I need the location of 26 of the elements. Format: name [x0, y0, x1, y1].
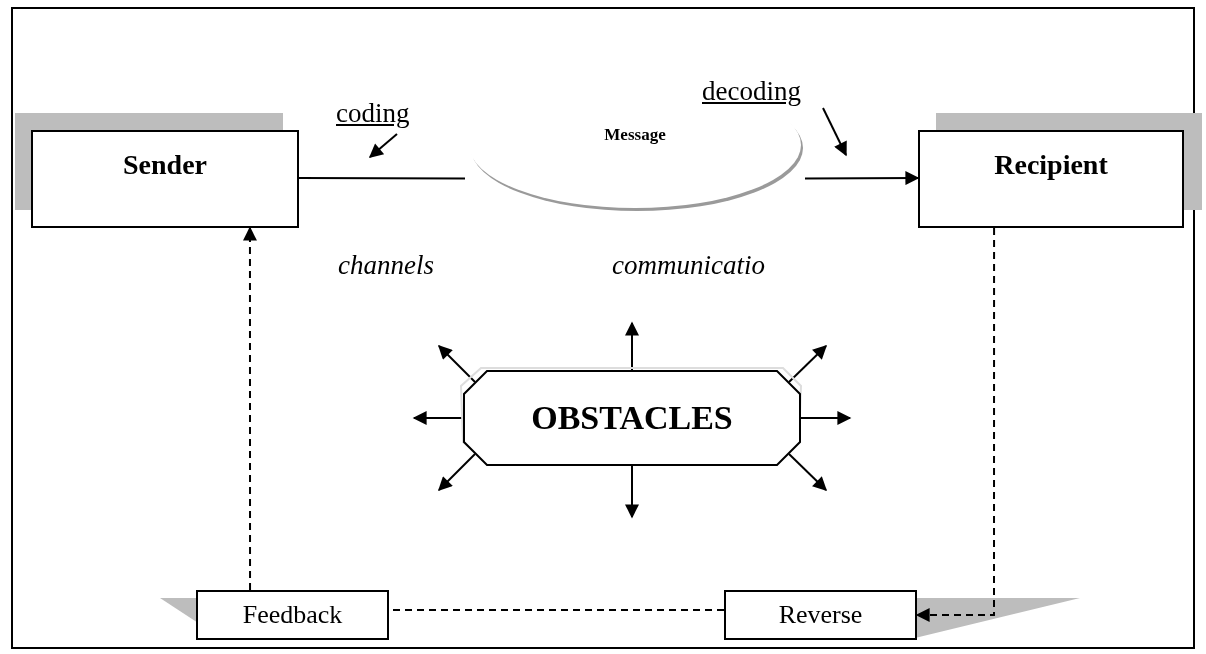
octagon-box: [463, 370, 801, 466]
node-label: Sender: [123, 149, 207, 181]
process-box: [918, 130, 1184, 228]
annotation-text: decoding: [702, 76, 801, 107]
connector-line: [298, 177, 466, 180]
radiating-arrow: [438, 345, 476, 383]
radiating-arrow: [625, 321, 639, 371]
radiating-arrow: [788, 345, 827, 383]
node-label: Message: [604, 125, 666, 145]
radiating-arrow: [788, 453, 827, 491]
radiating-arrow: [412, 411, 464, 425]
annotation-text: coding: [336, 98, 410, 129]
radiating-arrow: [438, 453, 476, 491]
process-box: [31, 130, 299, 228]
node-label: OBSTACLES: [531, 399, 733, 437]
annotation-text: communicatio: [612, 250, 765, 281]
annotation-text: channels: [338, 250, 434, 281]
node-label: Recipient: [994, 149, 1108, 181]
process-box: [196, 590, 389, 640]
radiating-arrow: [625, 465, 639, 519]
dashed-arrow: [242, 226, 257, 591]
arrow: [804, 171, 920, 186]
process-box: [724, 590, 917, 640]
radiating-arrow: [800, 411, 852, 425]
node-label: Feedback: [242, 600, 343, 630]
node-label: Reverse: [778, 600, 863, 630]
